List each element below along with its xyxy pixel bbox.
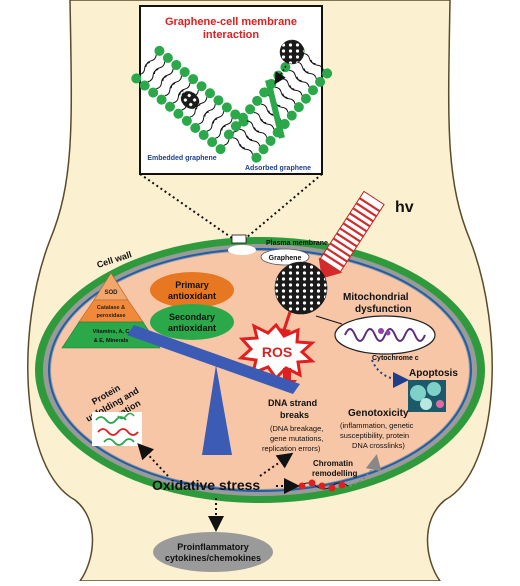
membrane-graphene-entry	[228, 245, 256, 255]
proinflammatory-label-1: Proinflammatory	[177, 542, 249, 552]
plasma-membrane-blue	[48, 248, 472, 492]
hv-label: hv	[395, 199, 414, 216]
chromatin-label-1: Chromatin	[313, 459, 353, 468]
secondary-antioxidant-oval	[150, 304, 234, 340]
primary-label-1: Primary	[175, 280, 209, 290]
graphene-sheet	[274, 261, 328, 315]
dna-detail-2: gene mutations,	[270, 434, 323, 443]
chromatin-beads	[298, 479, 349, 492]
adsorbed-graphene-sheet	[279, 39, 305, 65]
inset-title-1: Graphene-cell membrane	[165, 16, 297, 28]
oxidative-stress-label: Oxidative stress	[152, 477, 260, 493]
arrow-to-protein	[137, 443, 169, 477]
seesaw-fulcrum	[202, 365, 232, 455]
mito-title-1: Mitochondrial	[343, 292, 409, 303]
sod-label: SOD	[104, 290, 118, 296]
proinflammatory-oval	[153, 532, 273, 572]
genotox-detail-3: DNA crosslinks)	[352, 441, 405, 450]
genotox-detail-2: susceptibility, protein	[340, 431, 409, 440]
dna-detail-3: replication errors)	[262, 444, 321, 453]
secondary-label-2: antioxidant	[168, 323, 216, 333]
vitamins-label-2: & E, Minerals	[94, 338, 129, 344]
dna-detail-1: (DNA breakage,	[270, 424, 323, 433]
primary-label-2: antioxidant	[168, 291, 216, 301]
dna-title-1: DNA strand	[268, 398, 317, 408]
adsorbed-label: Adsorbed graphene	[245, 165, 311, 172]
mito-title-2: dysfunction	[355, 304, 412, 315]
embedded-graphene-bilayer	[131, 45, 249, 155]
ros-down-arrow-shaft	[283, 368, 291, 382]
chromatin-label-2: remodelling	[312, 469, 357, 478]
zoom-line-left	[139, 173, 233, 239]
catalase-label-1: Catalase &	[97, 305, 125, 311]
light-beam	[318, 190, 385, 279]
embedded-label: Embedded graphene	[147, 155, 216, 162]
secondary-label-1: Secondary	[169, 312, 215, 322]
genotox-title: Genotoxicity	[348, 408, 409, 419]
cytochrome-label: Cytochrome c	[372, 355, 419, 362]
protein-strands	[92, 412, 142, 446]
embedded-graphene-sheet	[180, 91, 200, 109]
graphene-label: Graphene	[269, 255, 302, 262]
apoptosis-label: Apoptosis	[409, 368, 458, 379]
arrow-to-dna	[259, 452, 294, 477]
plasma-membrane-label: Plasma membrane	[266, 240, 328, 247]
mitochondrion	[334, 315, 436, 355]
vitamins-label-1: Vitamins, A, C	[93, 329, 130, 335]
seesaw-beam	[127, 325, 300, 394]
arrow-chromatin-to-genotox	[349, 454, 382, 487]
dna-title-2: breaks	[280, 410, 309, 420]
ros-label: ROS	[262, 344, 292, 360]
inset-title-2: interaction	[203, 29, 260, 41]
genotox-detail-1: (inflammation, genetic	[340, 421, 414, 430]
proinflammatory-label-2: cytokines/chemokines	[165, 553, 261, 563]
zoom-line-right	[245, 173, 323, 239]
mito-link	[315, 315, 343, 325]
apoptosis-cells	[408, 380, 446, 412]
adsorb-arrow	[274, 65, 287, 85]
catalase-label-2: peroxidase	[96, 313, 125, 319]
graphene-to-ros-arrow	[282, 311, 292, 331]
membrane-pore	[231, 234, 247, 244]
adsorbed-green-bar	[265, 79, 285, 139]
graphene-label-bubble	[260, 248, 310, 266]
primary-antioxidant-oval	[150, 272, 234, 308]
